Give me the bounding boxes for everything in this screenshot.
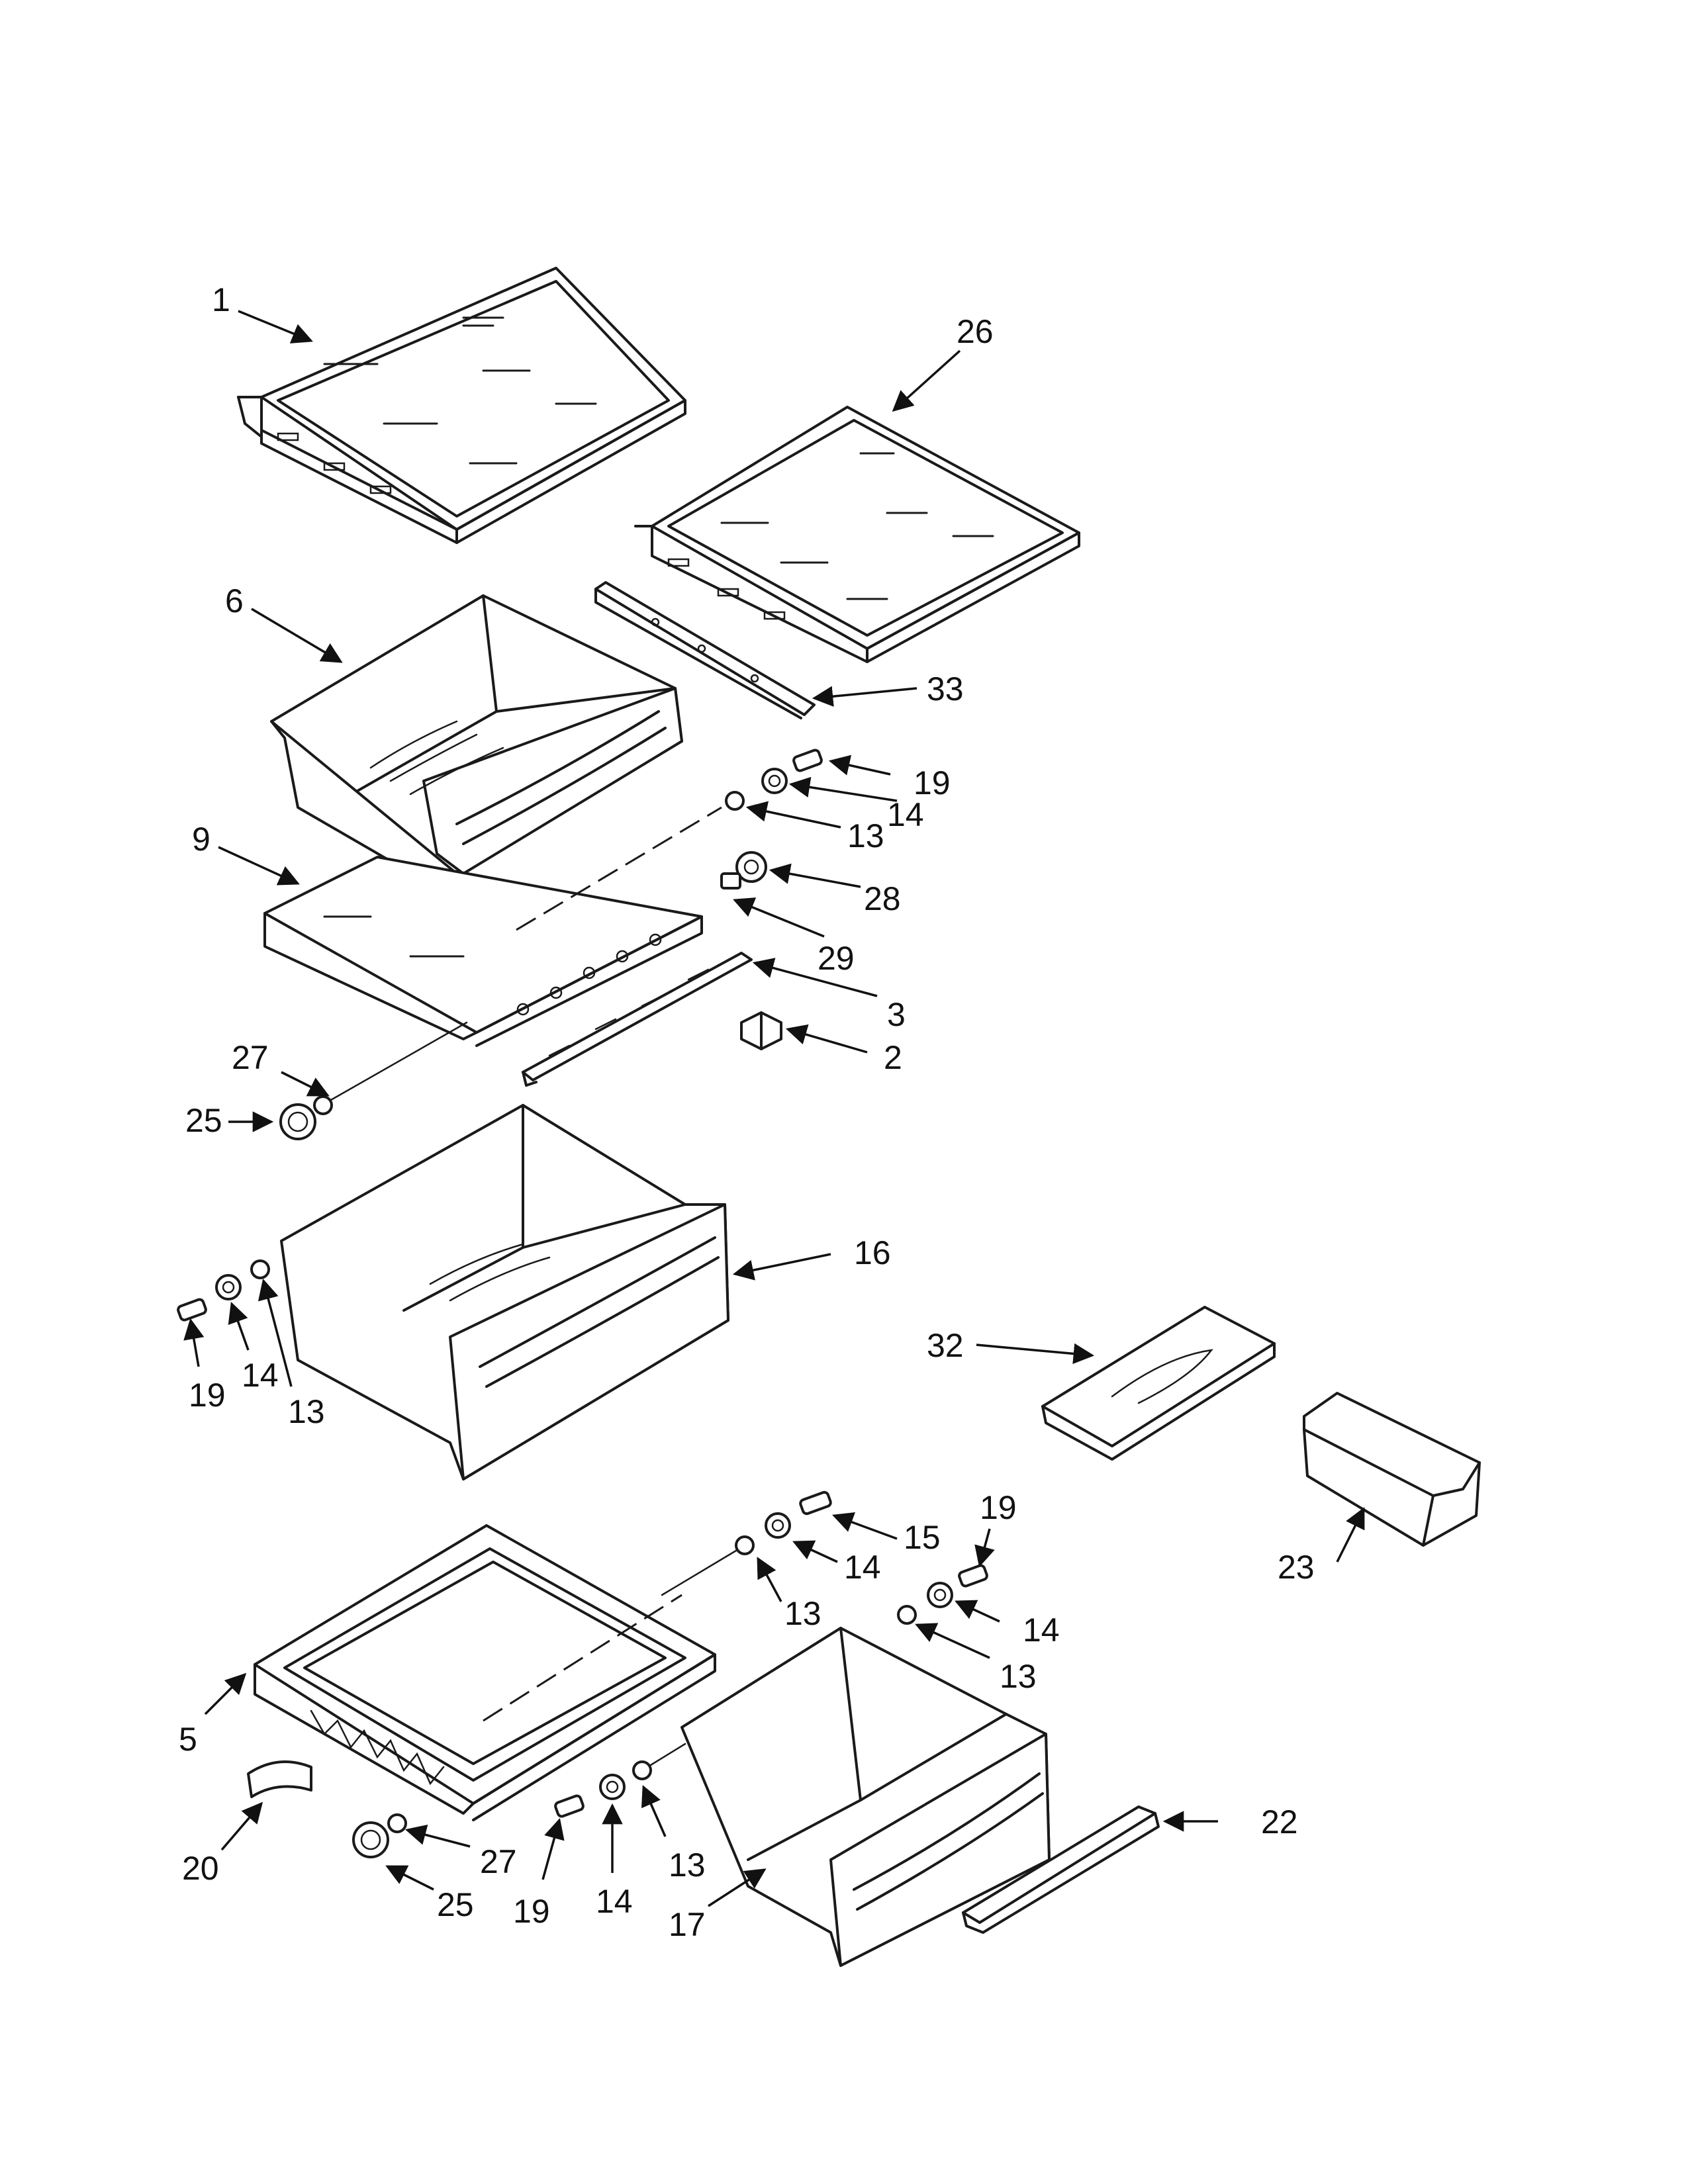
callout-28: 28 bbox=[864, 880, 901, 917]
callout-27-lower: 27 bbox=[480, 1843, 517, 1880]
callout-25-lower: 25 bbox=[437, 1886, 474, 1923]
part-16-lower-drawer bbox=[280, 1104, 729, 1480]
hardware-19-14-13-right bbox=[897, 1564, 988, 1625]
hardware-25-27-upper bbox=[279, 1021, 468, 1140]
callout-33: 33 bbox=[927, 670, 964, 707]
callout-2: 2 bbox=[884, 1039, 902, 1076]
part-6-upper-drawer bbox=[270, 594, 683, 882]
callout-14-lower: 14 bbox=[596, 1883, 633, 1920]
callout-13-mid: 13 bbox=[784, 1595, 821, 1632]
part-3-slide-bar bbox=[522, 952, 753, 1087]
callout-3: 3 bbox=[887, 996, 906, 1033]
part-17-bottom-drawer bbox=[680, 1627, 1051, 1967]
callout-29: 29 bbox=[818, 940, 855, 977]
part-2-clip bbox=[740, 1011, 782, 1050]
callout-23: 23 bbox=[1278, 1549, 1315, 1586]
callout-6: 6 bbox=[225, 582, 244, 619]
callout-14-upper: 14 bbox=[887, 796, 924, 833]
hardware-25-27-lower bbox=[352, 1813, 407, 1858]
part-1-glass-shelf bbox=[237, 267, 686, 544]
callout-5: 5 bbox=[179, 1721, 197, 1758]
hardware-19-14-13-lower bbox=[554, 1743, 686, 1818]
callout-32: 32 bbox=[927, 1327, 964, 1364]
callout-13-right: 13 bbox=[1000, 1658, 1037, 1695]
callout-labels: 1 26 6 33 19 14 13 9 28 29 3 2 27 25 16 … bbox=[179, 281, 1315, 1943]
hardware-15-14-13 bbox=[661, 1490, 832, 1596]
callout-14-left: 14 bbox=[242, 1357, 279, 1394]
callout-19-upper: 19 bbox=[914, 764, 951, 801]
callout-25-upper: 25 bbox=[185, 1102, 222, 1139]
part-23-bin bbox=[1303, 1392, 1481, 1547]
callout-14-right: 14 bbox=[1023, 1612, 1060, 1649]
callout-19-lower: 19 bbox=[513, 1893, 550, 1930]
callout-16: 16 bbox=[854, 1234, 891, 1271]
part-5-bottom-frame bbox=[254, 1524, 716, 1821]
callout-26: 26 bbox=[957, 313, 994, 350]
callout-20: 20 bbox=[182, 1850, 219, 1887]
callout-13-lower: 13 bbox=[669, 1846, 706, 1884]
leader-arrows bbox=[183, 310, 1365, 1907]
part-9-crisper-cover bbox=[263, 806, 722, 1047]
callout-19-right: 19 bbox=[980, 1489, 1017, 1526]
callout-17: 17 bbox=[669, 1906, 706, 1943]
callout-19-left: 19 bbox=[189, 1377, 226, 1414]
callout-15: 15 bbox=[904, 1519, 941, 1556]
hardware-19-14-13-upper bbox=[725, 749, 823, 811]
part-26-glass-shelf bbox=[634, 406, 1080, 663]
part-20-cover bbox=[247, 1760, 312, 1798]
callout-9: 9 bbox=[192, 821, 211, 858]
callout-1: 1 bbox=[212, 281, 230, 318]
part-32-tray bbox=[1041, 1306, 1276, 1461]
callout-13-left: 13 bbox=[288, 1393, 325, 1430]
callout-22: 22 bbox=[1261, 1803, 1298, 1841]
hardware-28-29 bbox=[720, 851, 767, 889]
part-22-handle bbox=[962, 1805, 1160, 1934]
callout-27-upper: 27 bbox=[232, 1039, 269, 1076]
callout-13-upper: 13 bbox=[847, 817, 884, 854]
callout-14-mid: 14 bbox=[844, 1549, 881, 1586]
hardware-19-14-13-left bbox=[177, 1259, 270, 1322]
